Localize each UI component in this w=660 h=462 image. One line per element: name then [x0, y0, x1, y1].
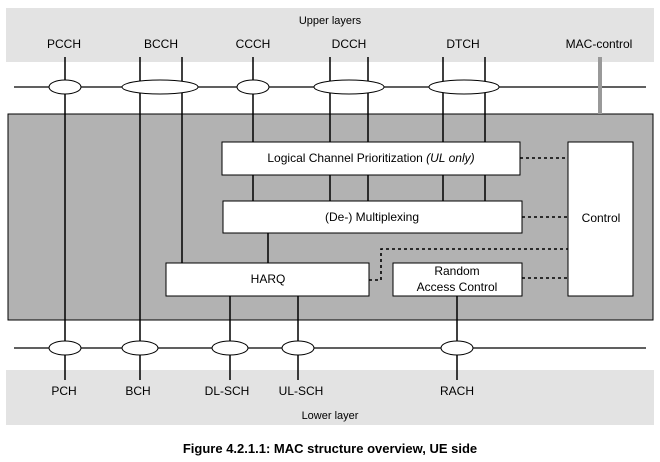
bch-label: BCH [125, 384, 150, 398]
ul-sch-label: UL-SCH [279, 384, 324, 398]
dcch-label: DCCH [332, 37, 367, 51]
lcp-label-text: Logical Channel Prioritization [267, 151, 426, 165]
pcch-label: PCCH [47, 37, 81, 51]
harq-block [165, 262, 370, 297]
transport-channel-labels: PCH BCH DL-SCH UL-SCH RACH [51, 384, 474, 398]
figure-caption: Figure 4.2.1.1: MAC structure overview, … [183, 441, 477, 456]
bcch-label: BCCH [144, 37, 178, 51]
ccch-sap-ellipse [236, 79, 270, 95]
upper-layers-band [6, 8, 654, 62]
mux-block [222, 200, 523, 234]
harq-label: HARQ [251, 272, 286, 286]
mux-label: (De-) Multiplexing [325, 210, 419, 224]
dl-sch-label: DL-SCH [205, 384, 250, 398]
dl-sch-sap-ellipse [211, 340, 249, 356]
logical-channel-labels: PCCH BCCH CCCH DCCH DTCH MAC-control [47, 37, 632, 51]
lower-layer-label: Lower layer [302, 410, 359, 422]
mac-control-label: MAC-control [566, 37, 633, 51]
pch-label: PCH [51, 384, 76, 398]
ccch-label: CCCH [236, 37, 271, 51]
dtch-sap-ellipse [428, 79, 500, 95]
rac-block [392, 262, 523, 297]
upper-layers-label: Upper layers [299, 15, 362, 27]
control-label: Control [582, 211, 621, 225]
lcp-label-italic: (UL only) [426, 151, 474, 165]
control-connectors [369, 157, 568, 281]
pch-sap-ellipse [48, 340, 82, 356]
bch-sap-ellipse [121, 340, 159, 356]
lcp-label: Logical Channel Prioritization (UL only) [267, 151, 474, 165]
control-block [567, 141, 634, 297]
lcp-block [221, 141, 521, 176]
bcch-sap-ellipse [121, 79, 199, 95]
rach-label: RACH [440, 384, 474, 398]
harq-control-connector [369, 248, 568, 281]
dcch-sap-ellipse [313, 79, 385, 95]
rach-sap-ellipse [440, 340, 474, 356]
rac-label-line2: Access Control [417, 280, 498, 294]
ul-sch-sap-ellipse [281, 340, 315, 356]
pcch-sap-ellipse [48, 79, 82, 95]
lower-layer-band [6, 370, 654, 425]
dtch-label: DTCH [446, 37, 479, 51]
rac-label-line1: Random [434, 264, 479, 278]
